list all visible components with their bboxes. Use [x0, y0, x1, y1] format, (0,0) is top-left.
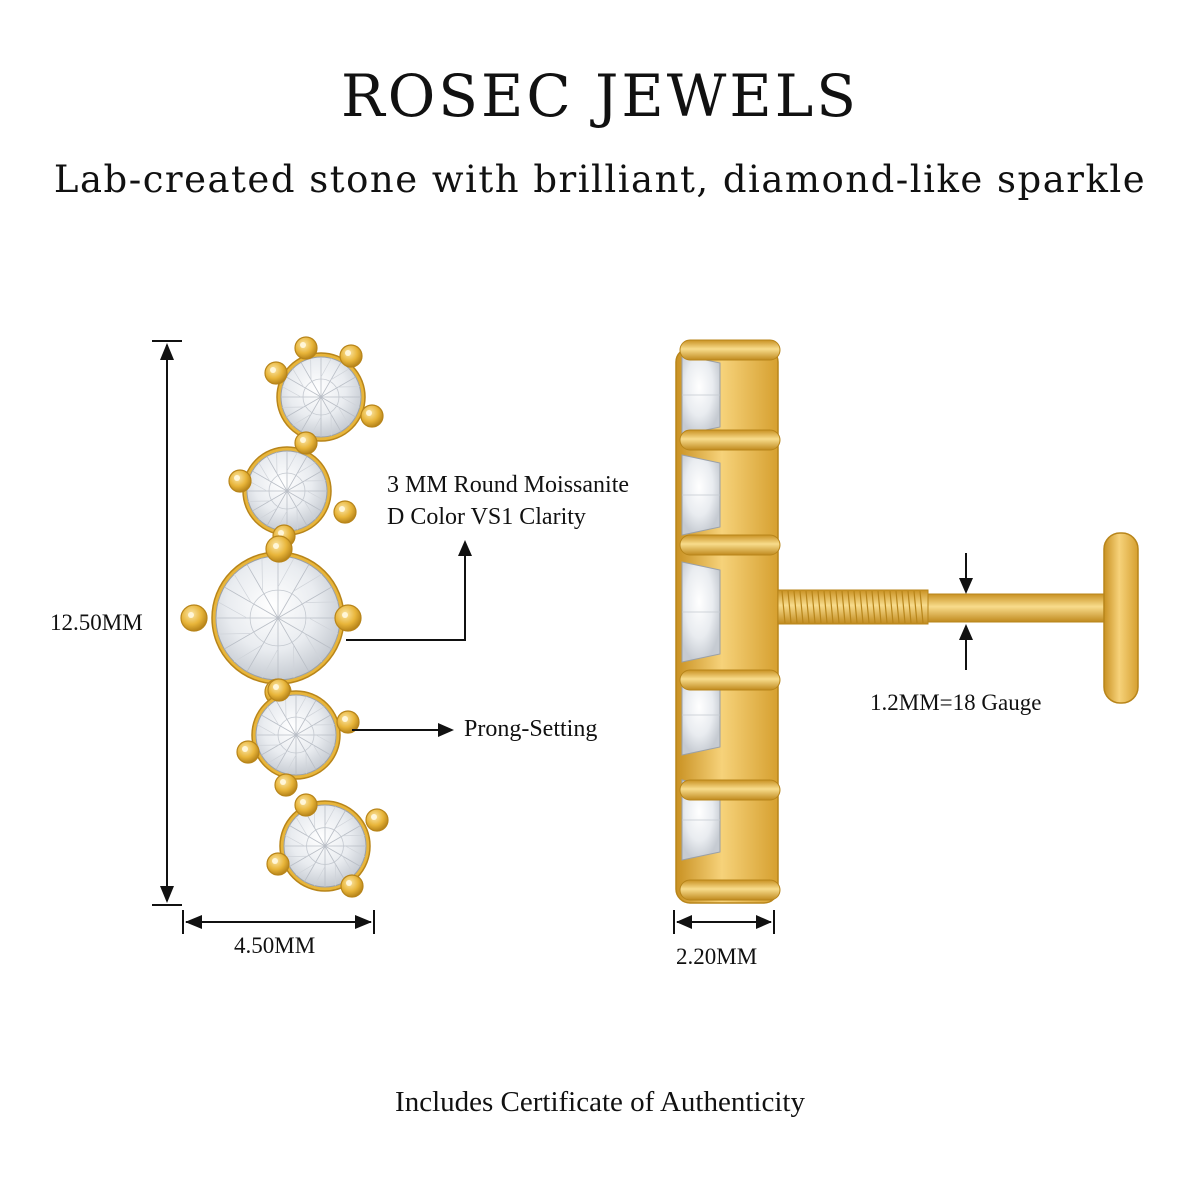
width-label: 4.50MM [234, 933, 316, 958]
brand-title: ROSEC JEWELS [341, 62, 859, 130]
stone-callout-leader [346, 540, 472, 641]
stone-spec-line1: 3 MM Round Moissanite [387, 472, 630, 498]
prong [266, 852, 290, 876]
prong [264, 361, 288, 385]
prong [340, 874, 364, 898]
side-stones [679, 339, 781, 901]
side-stone [681, 454, 721, 536]
prong [265, 535, 293, 563]
side-prong [679, 669, 781, 691]
prong [334, 604, 362, 632]
prong [274, 773, 298, 797]
prong [294, 431, 318, 455]
front-stone [236, 678, 360, 797]
side-prong [679, 534, 781, 556]
side-stone [681, 674, 721, 756]
front-stone [264, 336, 384, 442]
front-stone [180, 535, 362, 706]
prong [339, 344, 363, 368]
setting-label: Prong-Setting [464, 716, 598, 742]
side-prong [679, 339, 781, 361]
tagline: Lab-created stone with brilliant, diamon… [53, 158, 1147, 201]
prong [333, 500, 357, 524]
prong-callout-leader [352, 723, 454, 737]
prong [267, 678, 291, 702]
front-view [180, 336, 389, 898]
prong [365, 808, 389, 832]
depth-dimension [673, 910, 775, 934]
prong [236, 740, 260, 764]
side-view [675, 339, 1139, 904]
width-dimension [182, 910, 375, 934]
height-dimension [152, 340, 182, 906]
side-prong [679, 779, 781, 801]
height-label: 12.50MM [50, 610, 143, 635]
prong [294, 793, 318, 817]
prong [228, 469, 252, 493]
prong [336, 710, 360, 734]
side-prong [679, 879, 781, 901]
depth-label: 2.20MM [676, 944, 758, 969]
certificate-note: Includes Certificate of Authenticity [395, 1086, 805, 1118]
gauge-label: 1.2MM=18 Gauge [870, 690, 1042, 715]
gauge-dimension [959, 553, 973, 670]
side-stone [681, 561, 721, 663]
front-stone [228, 431, 357, 548]
prong [180, 604, 208, 632]
side-stone [681, 354, 721, 436]
front-stone [266, 793, 389, 898]
prong [294, 336, 318, 360]
post-threads [781, 590, 924, 624]
front-stones [180, 336, 389, 898]
side-prong [679, 429, 781, 451]
stone-spec-line2: D Color VS1 Clarity [387, 504, 586, 530]
prong [360, 404, 384, 428]
